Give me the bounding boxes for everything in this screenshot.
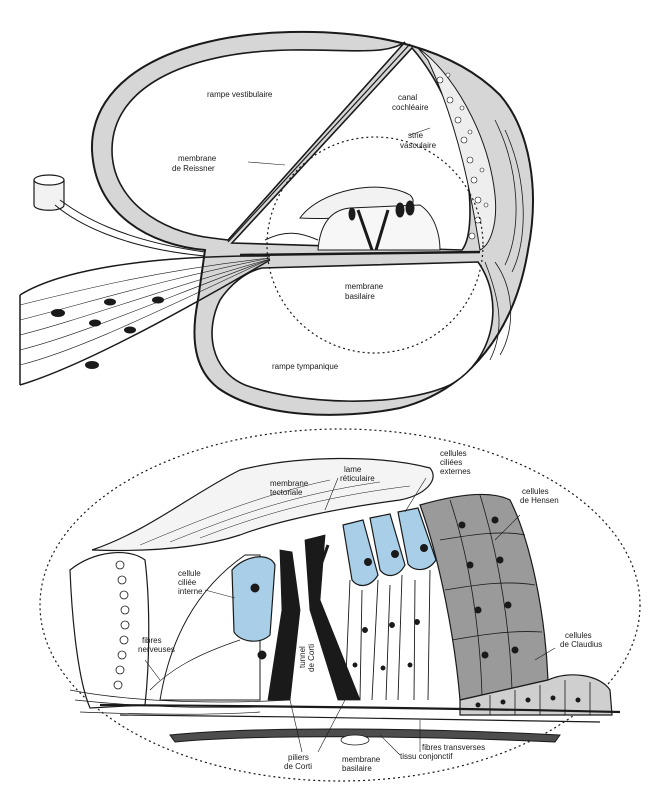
label-rampe-tympanique: rampe tympanique [272, 362, 339, 371]
label-tissu-conjonctif: tissu conjonctif [400, 752, 453, 761]
deiters-cells [345, 570, 430, 700]
label-fibres-nerveuses-2: nerveuses [138, 645, 175, 654]
label-tunnel-corti-2: de Corti [307, 644, 316, 672]
label-cellules-externes-3: externes [440, 467, 471, 476]
label-membrane-basilaire-2: basilaire [342, 764, 372, 773]
label-cellules-externes-2: ciliées [440, 458, 462, 467]
label-basilaire-2: basilaire [345, 292, 375, 301]
label-membrane-tectoriale-2: tectoriale [270, 488, 303, 497]
label-cellules-claudius-2: de Claudius [560, 640, 602, 649]
hensen-cells [420, 495, 548, 700]
label-canal-cochleaire: canal [398, 93, 417, 102]
label-strie-2: vasculaire [400, 141, 437, 150]
label-membrane-tectoriale: membrane [270, 479, 309, 488]
label-piliers-corti-2: de Corti [284, 762, 312, 771]
outer-hair-cells [343, 508, 436, 585]
label-reissner-2: de Reissner [172, 164, 215, 173]
label-strie: strie [408, 131, 424, 140]
label-basilaire: membrane [345, 282, 384, 291]
label-cellules-hensen: cellules [522, 487, 549, 496]
inner-hair-cell [232, 557, 275, 641]
label-cellule-interne-2: ciliée [178, 578, 197, 587]
label-lame-reticulaire: lame [344, 465, 362, 474]
label-cellules-claudius: cellules [565, 631, 592, 640]
label-piliers-corti: piliers [288, 753, 309, 762]
spiral-limbus [70, 553, 149, 708]
label-membrane-basilaire: membrane [342, 755, 381, 764]
label-tunnel-corti: tunnel [298, 646, 307, 668]
label-fibres-transverses: fibres transverses [422, 743, 485, 752]
cochlea-cross-section [20, 32, 533, 415]
label-fibres-nerveuses: fibres [142, 636, 162, 645]
label-reissner: membrane [178, 154, 217, 163]
label-cellules-externes: cellules [440, 449, 467, 458]
label-rampe-vestibulaire: rampe vestibulaire [207, 90, 273, 99]
label-cellules-hensen-2: de Hensen [520, 496, 559, 505]
label-cellule-interne-3: interne [178, 587, 203, 596]
label-canal-cochleaire-2: cochléaire [392, 103, 429, 112]
label-lame-reticulaire-2: réticulaire [340, 474, 375, 483]
label-cellule-interne: cellule [178, 569, 201, 578]
